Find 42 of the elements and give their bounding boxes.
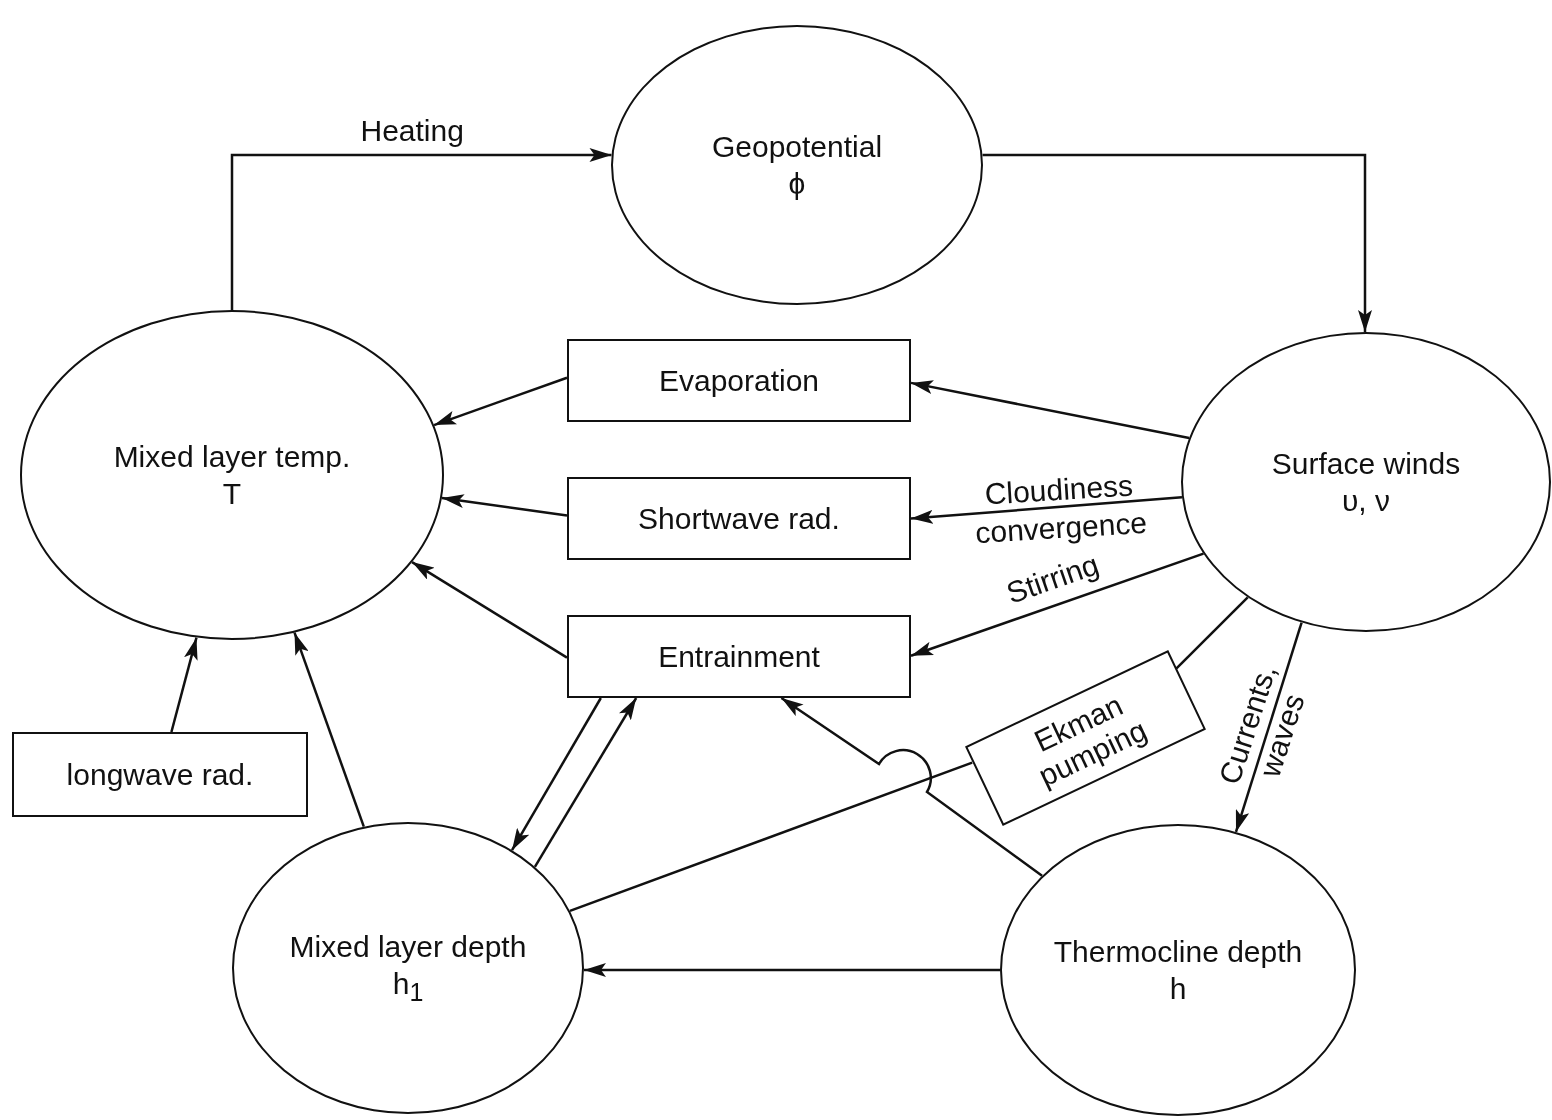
process-box <box>567 615 911 698</box>
node-label: Evaporation <box>658 362 820 399</box>
arrow <box>533 697 638 868</box>
node-symbol: υ, ν <box>1341 483 1391 519</box>
arrow <box>910 552 1204 657</box>
connector-line <box>569 761 973 913</box>
ellipse-node <box>1181 332 1551 632</box>
process-box <box>12 732 308 817</box>
connector-line <box>1175 596 1249 670</box>
ellipse-node <box>20 310 444 640</box>
ellipse-node <box>232 822 584 1114</box>
node-label: Shortwave rad. <box>638 500 840 537</box>
node-label: Thermocline depth <box>1053 933 1303 970</box>
node-symbol: h$_{1}$ <box>392 966 424 1009</box>
arrow <box>780 696 1043 877</box>
process-box <box>567 477 911 560</box>
ellipse-node <box>611 25 983 305</box>
node-symbol: h <box>1169 971 1187 1007</box>
ellipse-node <box>1000 824 1356 1116</box>
arrow <box>910 496 1183 524</box>
node-label: Entrainment <box>658 638 820 675</box>
node-symbol: ϕ <box>788 166 806 202</box>
arrow <box>230 148 612 310</box>
edge-label: Heating <box>360 113 464 147</box>
arrow <box>584 963 1000 977</box>
arrow <box>510 697 602 851</box>
arrow <box>293 632 365 828</box>
arrow <box>433 376 568 427</box>
arrow <box>982 153 1372 332</box>
arrow <box>170 637 198 733</box>
node-label: Mixed layer depth <box>289 928 527 965</box>
node-symbol: T <box>222 476 242 512</box>
process-box <box>567 339 911 422</box>
process-box <box>964 650 1206 826</box>
arrow <box>1234 622 1303 833</box>
node-label: Surface winds <box>1271 445 1461 482</box>
arrow <box>910 380 1190 440</box>
node-label: longwave rad. <box>66 756 254 793</box>
arrow <box>411 561 568 659</box>
node-label: Mixed layer temp. <box>113 438 351 475</box>
arrow <box>441 494 568 517</box>
node-label: Geopotential <box>711 128 883 165</box>
